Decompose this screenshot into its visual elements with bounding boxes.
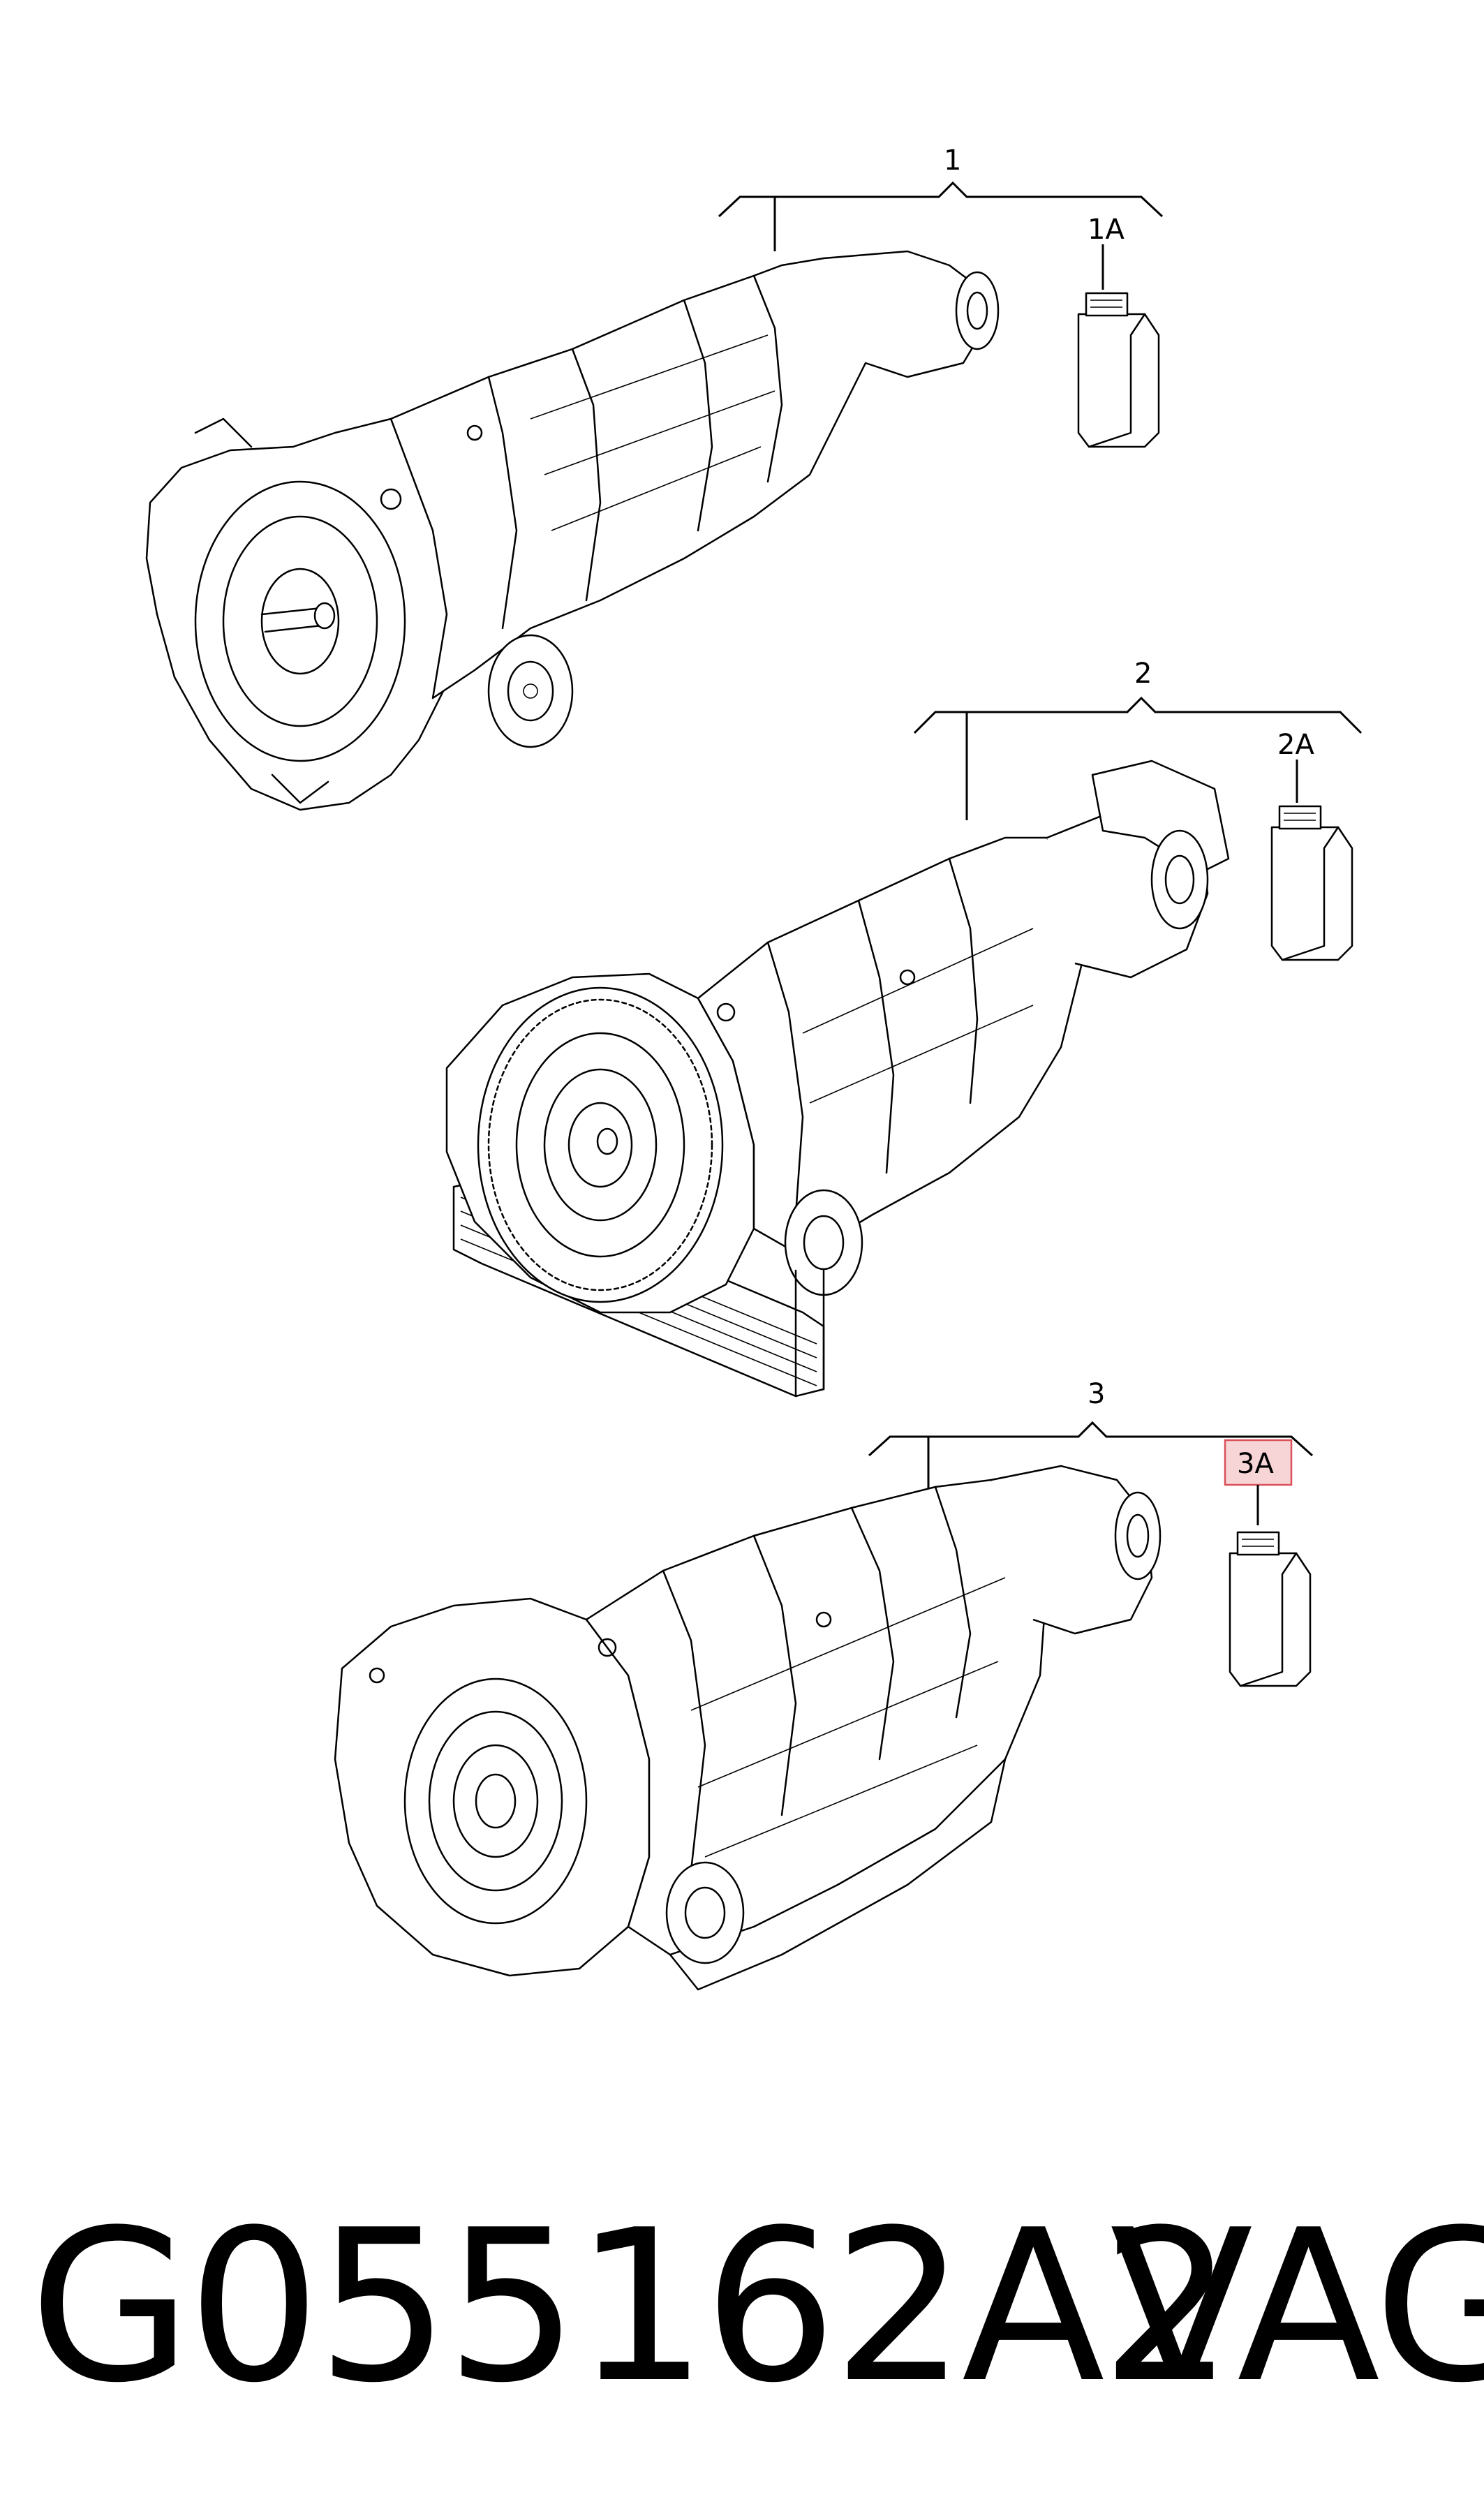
callout-group-3: 3 3A: [868, 1378, 1314, 1525]
callout-3a-highlight: [1224, 1439, 1293, 1486]
manual-transmission-drawing[interactable]: [145, 250, 1000, 811]
oil-bottle-2a[interactable]: [1270, 805, 1353, 961]
callout-1-label[interactable]: 1: [944, 145, 961, 177]
callout-2-label[interactable]: 2: [1134, 658, 1152, 690]
oil-bottle-3a[interactable]: [1229, 1531, 1312, 1687]
callout-2-bracket: [913, 696, 1363, 734]
callout-group-1: 1 1A: [718, 145, 1164, 290]
brand-name: VAG: [1110, 2185, 1484, 2429]
callout-3a-label[interactable]: 3A: [1237, 1448, 1274, 1480]
callout-1a-label[interactable]: 1A: [1088, 214, 1125, 246]
callout-2a-label[interactable]: 2A: [1277, 729, 1314, 761]
automatic-transmission-drawing[interactable]: [445, 760, 1230, 1398]
callout-3-label[interactable]: 3: [1088, 1378, 1105, 1410]
callout-3-bracket: [868, 1421, 1314, 1457]
callout-group-2: 2 2A: [913, 658, 1363, 820]
callout-1-bracket: [718, 181, 1164, 218]
oil-bottle-1a[interactable]: [1077, 292, 1160, 448]
automatic-transmission-3-drawing[interactable]: [334, 1465, 1162, 1991]
part-number: G055162A2: [29, 2185, 1234, 2429]
